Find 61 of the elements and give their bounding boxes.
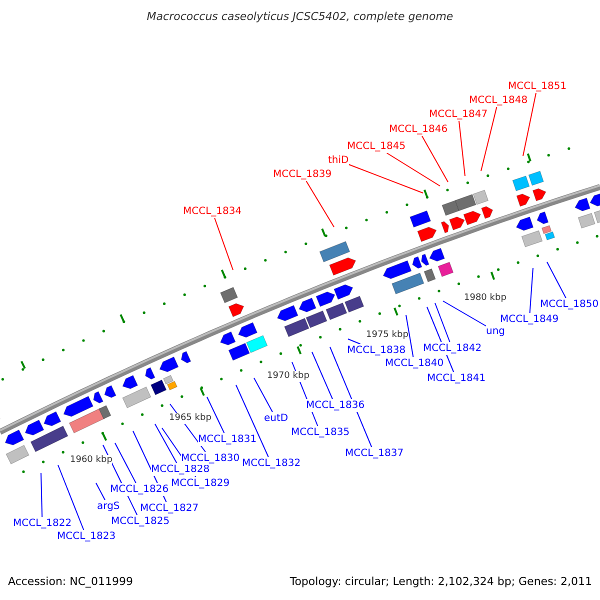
leader-line [40, 472, 43, 518]
gene-label: MCCL_1850 [540, 298, 599, 311]
gene-label: MCCL_1839 [273, 168, 332, 181]
leader-line [114, 442, 136, 484]
leader-line [529, 268, 534, 314]
leader-line [480, 106, 498, 172]
leader-line [442, 300, 486, 326]
gene-label: MCCL_1835 [291, 426, 350, 439]
gene-label: MCCL_1834 [183, 205, 242, 218]
accession-text: Accession: NC_011999 [8, 575, 134, 589]
leader-line [546, 262, 566, 298]
gene-label: MCCL_1832 [242, 457, 301, 470]
leader-line [348, 164, 424, 194]
leader-line [458, 120, 466, 176]
leader-line [254, 378, 273, 412]
gene-label: MCCL_1851 [508, 80, 567, 93]
leader-line [386, 152, 440, 186]
leader-line [522, 92, 536, 156]
scale-label: 1965 kbp [169, 413, 212, 424]
gene-label: MCCL_1823 [57, 530, 116, 543]
gene-label: MCCL_1840 [385, 357, 444, 370]
leader-line [214, 218, 234, 270]
gene-label: MCCL_1826 [110, 483, 169, 496]
gene-label: MCCL_1827 [140, 502, 199, 515]
leader-line [422, 136, 448, 182]
gene-label: thiD [328, 154, 349, 167]
leader-line [406, 314, 414, 358]
gene-label: MCCL_1822 [13, 517, 72, 530]
scale-label: 1960 kbp [70, 455, 112, 466]
gene-label: MCCL_1849 [500, 313, 559, 326]
scale-label: 1975 kbp [366, 330, 408, 341]
leader-line [348, 338, 361, 344]
gene-label: MCCL_1825 [111, 515, 170, 528]
gene-label: MCCL_1841 [427, 372, 486, 385]
leader-line [312, 352, 333, 400]
gene-label: MCCL_1838 [347, 344, 406, 357]
gene-label: MCCL_1846 [389, 123, 448, 136]
gene-label: MCCL_1828 [151, 463, 210, 476]
gene-label: MCCL_1845 [347, 140, 406, 153]
leader-line [154, 424, 178, 464]
title: Macrococcus caseolyticus JCSC5402, complete genome [146, 10, 454, 23]
leader-line [236, 384, 269, 458]
scale-label: 1980 kbp [464, 293, 506, 304]
gene-label: MCCL_1837 [345, 447, 404, 460]
genome-stats-text: Topology: circular; Length: 2,102,324 bp; Genes: 2,011 [290, 575, 592, 589]
gene-label: argS [97, 500, 120, 513]
gene-label: MCCL_1842 [423, 342, 482, 355]
leader-line [58, 464, 84, 530]
gene-label: MCCL_1831 [198, 433, 257, 446]
gene-label: MCCL_1830 [181, 452, 240, 465]
gene-label: MCCL_1829 [171, 477, 230, 490]
leader-line [96, 482, 106, 500]
leader-line [306, 180, 334, 228]
leader-line [434, 302, 450, 342]
leader-line [330, 346, 372, 448]
gene-label: ung [486, 325, 506, 338]
leader-line [206, 396, 225, 434]
gene-label: MCCL_1836 [306, 399, 365, 412]
gene-label: MCCL_1848 [469, 94, 528, 107]
gene-label: MCCL_1847 [429, 108, 488, 121]
scale-label: 1970 kbp [267, 371, 310, 382]
